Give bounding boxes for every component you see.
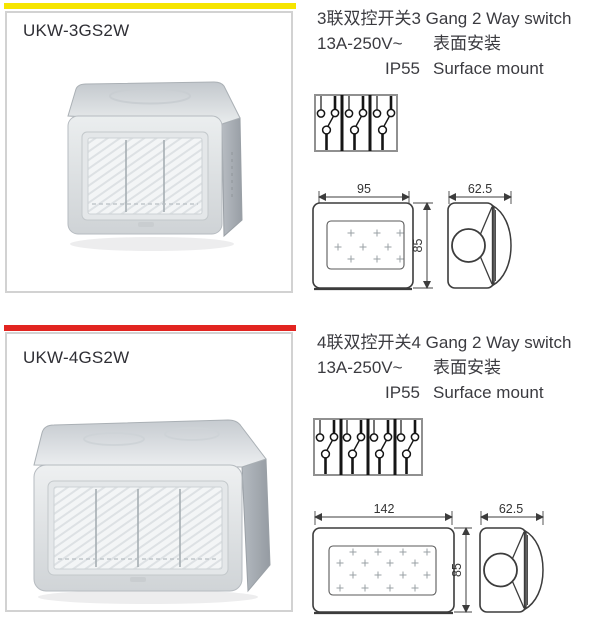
product-name-cn: 4联双控开关: [317, 333, 412, 352]
side-view-4g: [479, 527, 544, 613]
accent-bar-red: [4, 325, 296, 331]
dim-height-label: 85: [450, 563, 464, 577]
ip-rating-label: IP55: [385, 59, 420, 78]
product-card-4g: UKW-4GS2W: [5, 332, 293, 612]
mount-cn-label: 表面安装: [433, 34, 501, 53]
product-name-en: 4 Gang 2 Way switch: [411, 333, 572, 352]
dim-width-label: 142: [374, 502, 395, 516]
side-view-3g: [447, 202, 512, 289]
dim-width-label: 95: [357, 182, 371, 196]
spec-row-ip: IP55 Surface mount: [317, 380, 598, 405]
circuit-diagram-4g: [313, 418, 423, 476]
spec-row-rating: 13A-250V~ 表面安装: [317, 31, 598, 56]
mount-en-label: Surface mount: [433, 59, 544, 78]
rating-label: 13A-250V~: [317, 34, 403, 53]
accent-bar-yellow: [4, 3, 296, 9]
dim-height-label: 85: [411, 239, 425, 253]
product-name-cn: 3联双控开关: [317, 9, 412, 28]
dim-depth-label: 62.5: [468, 182, 492, 196]
model-label: UKW-3GS2W: [23, 21, 130, 40]
dimension-drawing-3g: 95 85 62.5: [312, 182, 512, 291]
product-name-en: 3 Gang 2 Way switch: [411, 9, 572, 28]
model-label: UKW-4GS2W: [23, 348, 130, 367]
circuit-diagram-3g: [314, 94, 398, 152]
mount-en-label: Surface mount: [433, 383, 544, 402]
dimension-drawing-4g: 142 85 62.5: [312, 502, 544, 615]
product-card-3g: UKW-3GS2W: [5, 11, 293, 293]
product-photo-4g: [33, 419, 271, 604]
dim-depth-label: 62.5: [499, 502, 523, 516]
spec-row-rating: 13A-250V~ 表面安装: [317, 355, 598, 380]
spec-row-ip: IP55 Surface mount: [317, 56, 598, 81]
ip-rating-label: IP55: [385, 383, 420, 402]
mount-cn-label: 表面安装: [433, 358, 501, 377]
product-photo-3g: [67, 81, 243, 251]
rating-label: 13A-250V~: [317, 358, 403, 377]
